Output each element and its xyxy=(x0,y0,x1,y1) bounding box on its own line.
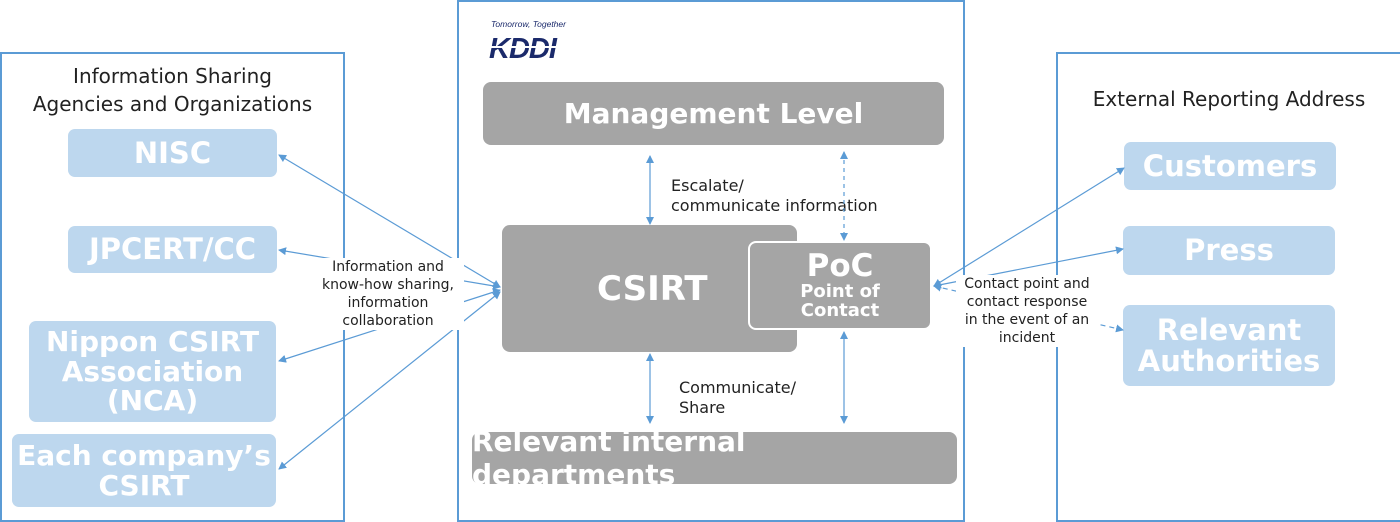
nisc-box: NISC xyxy=(68,129,277,177)
contact-point-line1: Contact point and xyxy=(964,276,1090,292)
jpcert-label: JPCERT/CC xyxy=(88,232,257,267)
info-sharing-line1: Information and xyxy=(332,259,444,275)
poc-sub-line1: Point of xyxy=(800,280,880,302)
management-level-box: Management Level xyxy=(483,82,944,145)
contact-point-line2: contact response xyxy=(966,294,1088,310)
poc-sub-line2: Contact xyxy=(800,299,880,321)
nca-box: Nippon CSIRT Association (NCA) xyxy=(29,321,276,422)
arrow-customers xyxy=(933,167,1125,287)
nisc-label: NISC xyxy=(133,135,212,170)
internal-departments-label: Relevant internal departments xyxy=(472,425,746,491)
left-panel-title: Information Sharing Agencies and Organiz… xyxy=(0,62,345,118)
each-company-label-line2: CSIRT xyxy=(98,468,190,502)
each-company-csirt-box: Each company’s CSIRT xyxy=(12,434,276,507)
left-title-line2: Agencies and Organizations xyxy=(32,92,313,116)
nca-label-line3: (NCA) xyxy=(106,384,199,418)
csirt-box: CSIRT xyxy=(502,225,797,352)
info-sharing-line3: information xyxy=(347,295,429,311)
logo-wordmark: KDDI xyxy=(489,33,558,64)
info-sharing-line4: collaboration xyxy=(342,313,434,329)
contact-point-line3: in the event of an xyxy=(964,312,1090,328)
authorities-label-line1: Relevant xyxy=(1156,313,1302,348)
csirt-label: CSIRT xyxy=(597,268,708,309)
right-panel-title: External Reporting Address xyxy=(1092,87,1366,111)
kddi-logo: Tomorrow, Together KDDI xyxy=(489,19,575,64)
contact-point-line4: incident xyxy=(998,330,1056,346)
logo-tagline: Tomorrow, Together xyxy=(491,19,567,29)
press-box: Press xyxy=(1123,226,1335,275)
info-sharing-label: Information and know-how sharing, inform… xyxy=(312,258,464,330)
management-level-label: Management Level xyxy=(563,97,864,130)
relevant-authorities-box: Relevant Authorities xyxy=(1123,305,1335,386)
internal-departments-box: Relevant internal departments xyxy=(472,425,957,491)
poc-box: PoC Point of Contact xyxy=(748,241,932,330)
each-company-label-line1: Each company’s xyxy=(17,439,271,473)
authorities-label-line2: Authorities xyxy=(1137,343,1321,378)
contact-point-label: Contact point and contact response in th… xyxy=(956,275,1098,347)
escalate-line2: communicate information xyxy=(671,196,878,215)
customers-label: Customers xyxy=(1142,148,1318,183)
press-label: Press xyxy=(1184,233,1274,268)
info-sharing-line2: know-how sharing, xyxy=(322,277,454,293)
jpcert-box: JPCERT/CC xyxy=(68,226,277,273)
left-title-line1: Information Sharing xyxy=(73,64,272,88)
escalate-label: Escalate/ communicate information xyxy=(671,176,878,216)
escalate-line1: Escalate/ xyxy=(671,176,744,195)
communicate-label: Communicate/ Share xyxy=(679,378,796,418)
communicate-line1: Communicate/ xyxy=(679,378,796,397)
poc-title: PoC xyxy=(806,248,874,285)
communicate-line2: Share xyxy=(679,398,726,417)
nca-label-line2: Association xyxy=(61,354,244,388)
nca-label-line1: Nippon CSIRT xyxy=(45,325,260,359)
customers-box: Customers xyxy=(1124,142,1336,190)
